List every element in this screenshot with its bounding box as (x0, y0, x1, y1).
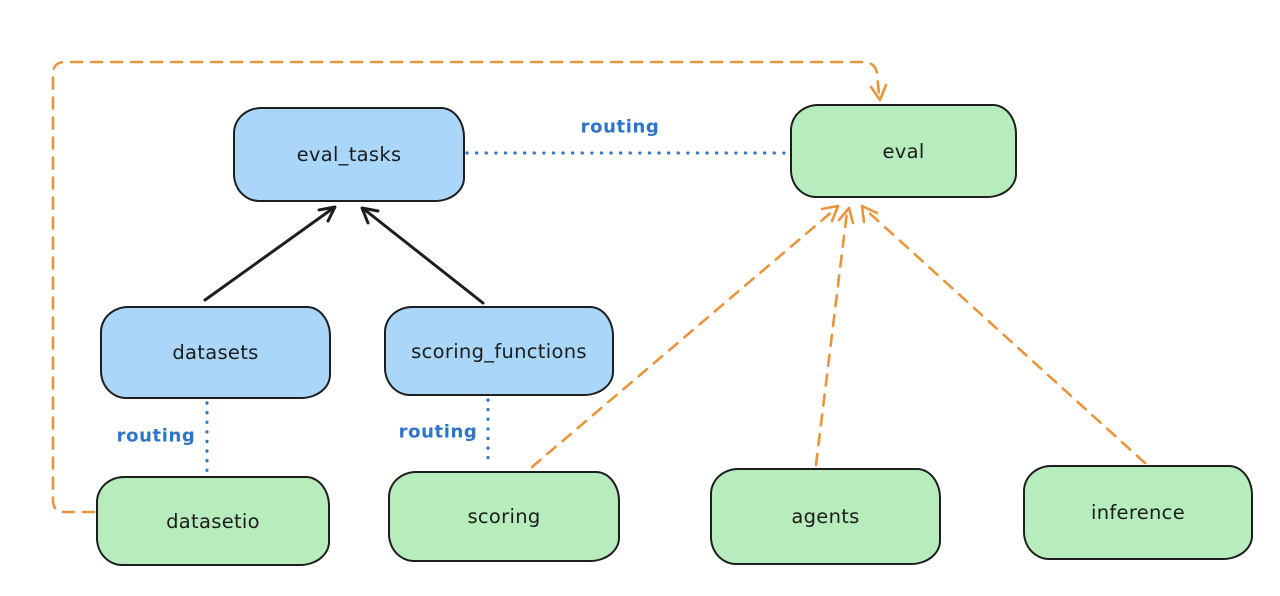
edge-agents-eval (814, 206, 855, 467)
edge-datasetio-eval (51, 60, 888, 514)
node-label: scoring (467, 505, 541, 528)
edge-scoring-functions-eval-tasks (360, 206, 485, 305)
node-label: agents (791, 505, 860, 528)
edge-inference-eval (860, 204, 1147, 465)
node-label: datasets (172, 341, 259, 364)
node-datasetio: datasetio (96, 476, 330, 566)
node-label: datasetio (166, 509, 260, 533)
node-datasets: datasets (100, 306, 331, 399)
node-label: eval_tasks (296, 143, 402, 166)
node-eval: eval (790, 104, 1017, 198)
node-eval-tasks: eval_tasks (233, 107, 465, 202)
node-scoring: scoring (388, 471, 620, 562)
edge-label-routing-scoring: routing (398, 421, 478, 443)
node-inference: inference (1023, 465, 1253, 560)
edge-datasets-eval-tasks (203, 205, 337, 302)
node-label: eval (882, 139, 925, 163)
node-scoring-functions: scoring_functions (384, 306, 614, 396)
edge-label-routing-datasetio: routing (116, 425, 196, 447)
node-label: scoring_functions (411, 339, 587, 363)
node-agents: agents (710, 468, 941, 565)
edge-scoring-eval (530, 204, 840, 469)
edge-label-routing-top: routing (580, 116, 660, 138)
node-label: inference (1090, 501, 1185, 524)
